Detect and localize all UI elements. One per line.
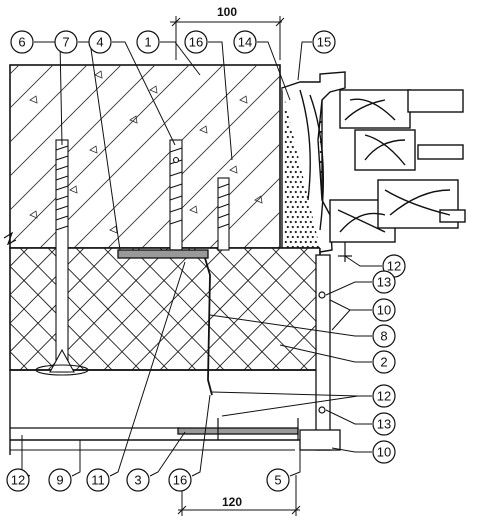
callout-12: 12 <box>6 468 30 492</box>
anchor-long <box>35 139 89 376</box>
callout-label: 12 <box>377 389 391 404</box>
screws <box>217 242 352 440</box>
callout-label: 15 <box>317 35 331 50</box>
callout-1: 1 <box>136 30 160 54</box>
callout-15: 15 <box>312 30 336 54</box>
callout-label: 2 <box>380 355 387 370</box>
dimension-top <box>170 16 285 60</box>
bracket-web <box>204 257 213 396</box>
callout-4: 4 <box>88 30 112 54</box>
callout-16: 16 <box>168 468 192 492</box>
callout-2: 2 <box>372 350 396 374</box>
callout-label: 13 <box>377 275 391 290</box>
callout-8: 8 <box>372 324 396 348</box>
callout-label: 12 <box>11 473 25 488</box>
callout-label: 1 <box>144 35 151 50</box>
bracket-bottom <box>177 427 299 435</box>
callout-label: 3 <box>134 473 141 488</box>
callout-14: 14 <box>233 30 257 54</box>
callout-label: 16 <box>189 35 203 50</box>
callout-label: 16 <box>173 473 187 488</box>
callout-label: 11 <box>91 473 105 488</box>
callout-6: 6 <box>10 30 34 54</box>
callout-label: 12 <box>387 259 401 274</box>
callout-label: 10 <box>377 445 391 460</box>
callout-label: 14 <box>238 35 252 50</box>
callout-12: 12 <box>372 384 396 408</box>
callout-label: 10 <box>377 303 391 318</box>
vertical-rail <box>299 254 341 451</box>
callout-label: 13 <box>377 417 391 432</box>
callout-label: 7 <box>62 35 69 50</box>
callout-label: 8 <box>380 329 387 344</box>
dimension-top-label: 100 <box>217 5 237 19</box>
cladding-layers <box>9 369 320 455</box>
callout-11: 11 <box>86 468 110 492</box>
anchor-dowel-right <box>217 177 230 251</box>
callout-label: 4 <box>96 35 103 50</box>
break-line <box>3 231 17 246</box>
bracket-top <box>117 249 209 259</box>
callout-10: 10 <box>372 298 396 322</box>
anchor-dowel-center <box>169 139 183 251</box>
callout-9: 9 <box>48 468 72 492</box>
callout-label: 6 <box>18 35 25 50</box>
callout-16: 16 <box>184 30 208 54</box>
callout-5: 5 <box>266 468 290 492</box>
insulation-layer <box>9 247 321 371</box>
dimension-bottom-label: 120 <box>222 495 242 509</box>
window-frame <box>281 71 466 253</box>
callout-7: 7 <box>54 30 78 54</box>
callout-label: 5 <box>274 473 281 488</box>
concrete-wall <box>9 64 281 249</box>
callout-13: 13 <box>372 412 396 436</box>
callout-3: 3 <box>126 468 150 492</box>
callout-10: 10 <box>372 440 396 464</box>
callout-13: 13 <box>372 270 396 294</box>
callout-label: 9 <box>56 473 63 488</box>
